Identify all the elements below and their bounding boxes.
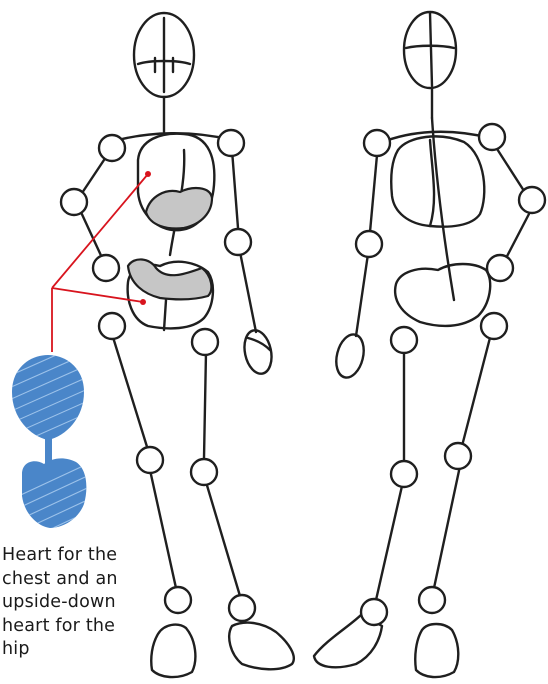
caption-line: chest and an — [2, 568, 162, 592]
chest-heart-icon — [12, 355, 84, 440]
head-center-line — [430, 13, 432, 86]
joint-right-hip — [192, 329, 218, 355]
pelvis-shape — [395, 264, 490, 326]
right-thigh — [462, 330, 492, 446]
joint-left-knee — [391, 461, 417, 487]
right-foot — [229, 623, 294, 670]
left-forearm — [356, 254, 368, 336]
left-shin — [376, 486, 402, 600]
heart-connector — [45, 438, 52, 464]
chest-split-line — [430, 140, 434, 226]
joint-right-wrist — [487, 255, 513, 281]
joint-left-elbow — [356, 231, 382, 257]
caption-line: hip — [2, 638, 162, 662]
joint-right-hip — [481, 313, 507, 339]
joint-right-knee — [191, 459, 217, 485]
joint-left-shoulder — [99, 135, 125, 161]
joint-right-elbow — [519, 187, 545, 213]
blue-heart-illustration — [0, 340, 96, 548]
right-hand — [241, 328, 276, 376]
right-shin — [206, 482, 240, 596]
left-thigh — [112, 334, 148, 450]
right-thigh — [204, 352, 206, 458]
heart-caption: Heart for the chest and an upside-down h… — [2, 544, 162, 662]
left-hand — [332, 332, 368, 381]
left-upper-arm — [370, 144, 378, 232]
right-forearm — [240, 252, 256, 332]
joint-left-hip — [99, 313, 125, 339]
joint-left-wrist — [93, 255, 119, 281]
joint-right-elbow — [225, 229, 251, 255]
callout-line-hip — [52, 288, 143, 302]
caption-line: heart for the — [2, 615, 162, 639]
joint-right-knee — [445, 443, 471, 469]
caption-line: Heart for the — [2, 544, 162, 568]
pelvis-center-line — [164, 300, 166, 330]
joint-left-hip — [391, 327, 417, 353]
joint-right-shoulder — [479, 124, 505, 150]
joint-right-shoulder — [218, 130, 244, 156]
joint-left-knee — [137, 447, 163, 473]
joint-right-ankle — [419, 587, 445, 613]
joint-left-ankle — [165, 587, 191, 613]
joint-right-ankle — [229, 595, 255, 621]
caption-line: upside-down — [2, 591, 162, 615]
spine — [432, 118, 454, 300]
right-shin — [434, 466, 460, 588]
joint-left-ankle — [361, 599, 387, 625]
right-upper-arm — [232, 150, 238, 228]
right-forearm — [504, 212, 530, 262]
left-forearm — [80, 210, 104, 262]
chest-shading — [146, 188, 212, 228]
turned-view-figure — [314, 12, 545, 677]
joint-left-elbow — [61, 189, 87, 215]
joint-left-shoulder — [364, 130, 390, 156]
right-foot — [415, 624, 458, 677]
